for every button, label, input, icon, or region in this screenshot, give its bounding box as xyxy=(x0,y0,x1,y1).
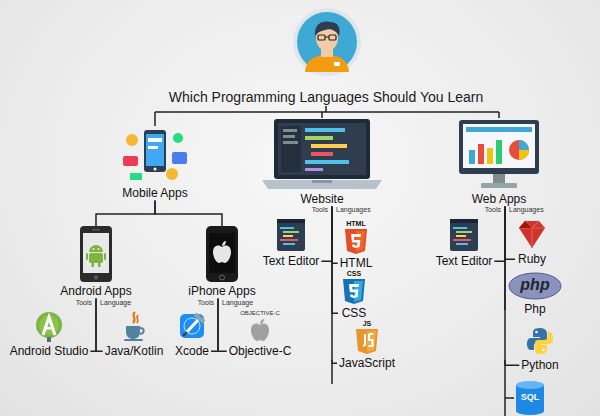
platform-node: Android Apps xyxy=(58,226,133,298)
column-heading: Tools xyxy=(198,299,214,307)
connector-line xyxy=(321,206,332,261)
category-node: Web Apps xyxy=(455,118,543,206)
column-heading: Languages xyxy=(336,206,371,214)
node-text: Objective-C xyxy=(229,344,292,358)
android-icon xyxy=(78,226,114,282)
tree-connector xyxy=(332,206,337,363)
diagram-title: Which Programming Languages Should You L… xyxy=(169,89,483,105)
category-node: Website xyxy=(258,118,386,206)
column-heading: Tools xyxy=(76,299,92,307)
tool-language-node: Text Editor xyxy=(261,218,322,268)
node-text: Text Editor xyxy=(263,254,320,268)
connector-line xyxy=(494,206,505,261)
python-icon xyxy=(526,326,554,356)
node-text: Android Studio xyxy=(10,344,89,358)
tool-language-node: Ruby xyxy=(515,218,549,266)
tree-connector xyxy=(332,206,338,263)
icon-label: CSS xyxy=(347,270,361,278)
tool-language-node: Java/Kotlin xyxy=(103,310,166,358)
avatar-icon xyxy=(293,8,361,76)
tool-language-node: HTML xyxy=(338,220,375,270)
column-heading: Language xyxy=(222,299,253,307)
tool-language-node: CSS xyxy=(338,270,370,320)
tree-connector xyxy=(505,206,515,259)
column-heading: Languages xyxy=(509,206,544,214)
mobile-icon xyxy=(120,126,190,184)
tree-connector xyxy=(332,206,338,313)
category-node: Mobile Apps xyxy=(118,126,192,200)
node-text: Xcode xyxy=(175,344,209,358)
connector-line xyxy=(332,206,338,313)
tree-connector xyxy=(155,200,222,226)
icon-label: HTML xyxy=(346,220,365,228)
connector-line xyxy=(96,200,155,226)
node-text: JavaScript xyxy=(339,356,395,370)
platform-node: iPhone Apps xyxy=(186,226,257,298)
column-heading: SQL xyxy=(521,392,540,402)
tool-language-node: Python xyxy=(519,326,560,372)
connector-line xyxy=(211,298,218,351)
column-heading: Tools xyxy=(312,206,328,214)
node-text: Python xyxy=(521,358,558,372)
node-text: Ruby xyxy=(518,252,546,266)
tree-connector xyxy=(321,206,332,261)
icon-label: OBJECTIVE-C xyxy=(240,310,280,317)
column-heading: Tools xyxy=(485,206,501,214)
node-text: Text Editor xyxy=(436,254,493,268)
iphone-icon xyxy=(204,226,240,282)
tool-language-node: JavaScript xyxy=(337,320,397,370)
connector-line xyxy=(155,200,222,226)
column-heading: Language xyxy=(100,299,131,307)
icon-label: php xyxy=(520,276,549,294)
node-text: HTML xyxy=(340,256,373,270)
tree-connector xyxy=(96,200,155,226)
astudio-icon xyxy=(34,310,64,342)
connector-line xyxy=(90,298,96,351)
tree-connector xyxy=(90,298,96,351)
node-text: Mobile Apps xyxy=(122,186,187,200)
node-text: Php xyxy=(524,302,545,316)
tree-connector xyxy=(211,298,218,351)
tool-language-node: Text Editor xyxy=(434,218,495,268)
tree-connector xyxy=(96,298,103,351)
ruby-icon xyxy=(517,218,547,250)
laptop-icon xyxy=(260,118,384,190)
node-text: iPhone Apps xyxy=(188,284,255,298)
monitor-icon xyxy=(457,118,541,190)
icon-label: JS xyxy=(363,320,372,328)
node-text: CSS xyxy=(342,306,367,320)
tree-connector xyxy=(218,298,227,351)
connector-line xyxy=(505,206,515,259)
tool-language-node: Xcode xyxy=(173,310,211,358)
tree-connector xyxy=(494,206,505,261)
java-icon xyxy=(122,310,146,342)
connector-line xyxy=(96,298,103,351)
tool-language-node: Android Studio xyxy=(8,310,91,358)
editor-icon xyxy=(448,218,480,252)
editor-icon xyxy=(275,218,307,252)
xcode-icon xyxy=(177,310,207,342)
connector-line xyxy=(332,206,337,363)
node-text: Android Apps xyxy=(60,284,131,298)
node-text: Website xyxy=(300,192,343,206)
node-text: Web Apps xyxy=(472,192,526,206)
node-text: Java/Kotlin xyxy=(105,344,164,358)
sql-database-icon xyxy=(516,381,544,415)
connector-line xyxy=(332,206,338,263)
connector-line xyxy=(218,298,227,351)
